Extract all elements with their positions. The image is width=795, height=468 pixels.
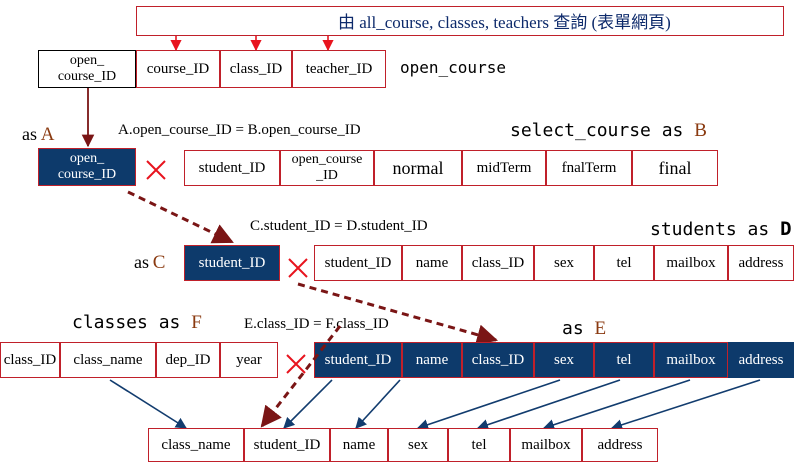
select-course-final: final xyxy=(632,150,718,186)
result-sex: sex xyxy=(388,428,448,462)
open-course-table-name: open_course xyxy=(400,58,506,77)
arrow-mailbox-to-result xyxy=(542,379,691,431)
students-sex: sex xyxy=(534,245,594,281)
alias-c-label: as C xyxy=(134,252,165,274)
select-course-letter: B xyxy=(694,120,707,141)
arrow-name-to-result xyxy=(355,379,401,429)
alias-a-letter: A xyxy=(40,124,55,145)
alias-e-address: address xyxy=(728,342,794,378)
cross-icon xyxy=(288,258,308,278)
result-tel: tel xyxy=(448,428,510,462)
classes-class-name: class_name xyxy=(60,342,156,378)
alias-a-as: as xyxy=(22,124,37,144)
classes-year: year xyxy=(220,342,278,378)
arrow-class-name-to-result xyxy=(109,379,187,429)
classes-letter: F xyxy=(191,312,202,333)
arrow-sex-to-result xyxy=(416,379,561,431)
open-course-teacher-id: teacher_ID xyxy=(292,50,386,88)
select-course-label: select_course as B xyxy=(510,120,707,142)
result-class-name: class_name xyxy=(148,428,244,462)
alias-a-key-cell: open_ course_ID xyxy=(38,148,136,186)
join-condition-ab: A.open_course_ID = B.open_course_ID xyxy=(118,122,361,138)
select-course-midterm: midTerm xyxy=(462,150,546,186)
classes-label-text: classes as xyxy=(72,312,181,333)
query-note: 由 all_course, classes, teachers 查詢 (表單網頁… xyxy=(338,13,671,32)
select-course-open-course-id: open_course _ID xyxy=(280,150,374,186)
alias-e-student-id: student_ID xyxy=(314,342,402,378)
alias-a-key-text: open_ course_ID xyxy=(57,151,117,182)
result-mailbox: mailbox xyxy=(510,428,582,462)
students-tel: tel xyxy=(594,245,654,281)
arrow-address-to-result xyxy=(610,379,761,431)
alias-e-sex: sex xyxy=(534,342,594,378)
alias-e-letter: E xyxy=(594,318,607,339)
alias-c-key-cell: student_ID xyxy=(184,245,280,281)
alias-c-as: as xyxy=(134,252,149,272)
select-course-open-course-id-text: open_course _ID xyxy=(291,152,363,183)
cross-icon xyxy=(286,354,306,374)
students-address: address xyxy=(728,245,794,281)
alias-c-letter: C xyxy=(152,252,166,273)
students-class-id: class_ID xyxy=(462,245,534,281)
arrow-student-id-to-result xyxy=(283,379,333,429)
students-student-id: student_ID xyxy=(314,245,402,281)
classes-label: classes as F xyxy=(72,312,202,334)
alias-e-as: as xyxy=(562,318,584,339)
open-course-class-id: class_ID xyxy=(220,50,292,88)
alias-e-name: name xyxy=(402,342,462,378)
select-course-fnalterm: fnalTerm xyxy=(546,150,632,186)
select-course-label-text: select_course as xyxy=(510,120,684,141)
open-course-key-cell: open_ course_ID xyxy=(38,50,136,88)
alias-e-tel: tel xyxy=(594,342,654,378)
result-student-id: student_ID xyxy=(244,428,330,462)
select-course-normal: normal xyxy=(374,150,462,186)
select-course-student-id: student_ID xyxy=(184,150,280,186)
query-note-box xyxy=(136,6,784,36)
dashed-arrow-a-to-c xyxy=(127,190,234,244)
students-label-text: students as xyxy=(650,219,770,240)
join-condition-ef: E.class_ID = F.class_ID xyxy=(244,316,389,332)
students-name: name xyxy=(402,245,462,281)
join-condition-cd: C.student_ID = D.student_ID xyxy=(250,218,428,234)
open-course-key-text: open_ course_ID xyxy=(57,53,117,84)
result-name: name xyxy=(330,428,388,462)
classes-class-id: class_ID xyxy=(0,342,60,378)
classes-dep-id: dep_ID xyxy=(156,342,220,378)
students-label: students as D xyxy=(650,218,792,240)
alias-e-mailbox: mailbox xyxy=(654,342,728,378)
students-letter: D xyxy=(780,218,792,240)
alias-e-class-id: class_ID xyxy=(462,342,534,378)
alias-a-label: as A xyxy=(22,124,54,146)
result-address: address xyxy=(582,428,658,462)
arrow-tel-to-result xyxy=(476,379,621,431)
students-mailbox: mailbox xyxy=(654,245,728,281)
alias-e-label: as E xyxy=(562,318,606,340)
open-course-course-id: course_ID xyxy=(136,50,220,88)
cross-icon xyxy=(146,160,166,180)
